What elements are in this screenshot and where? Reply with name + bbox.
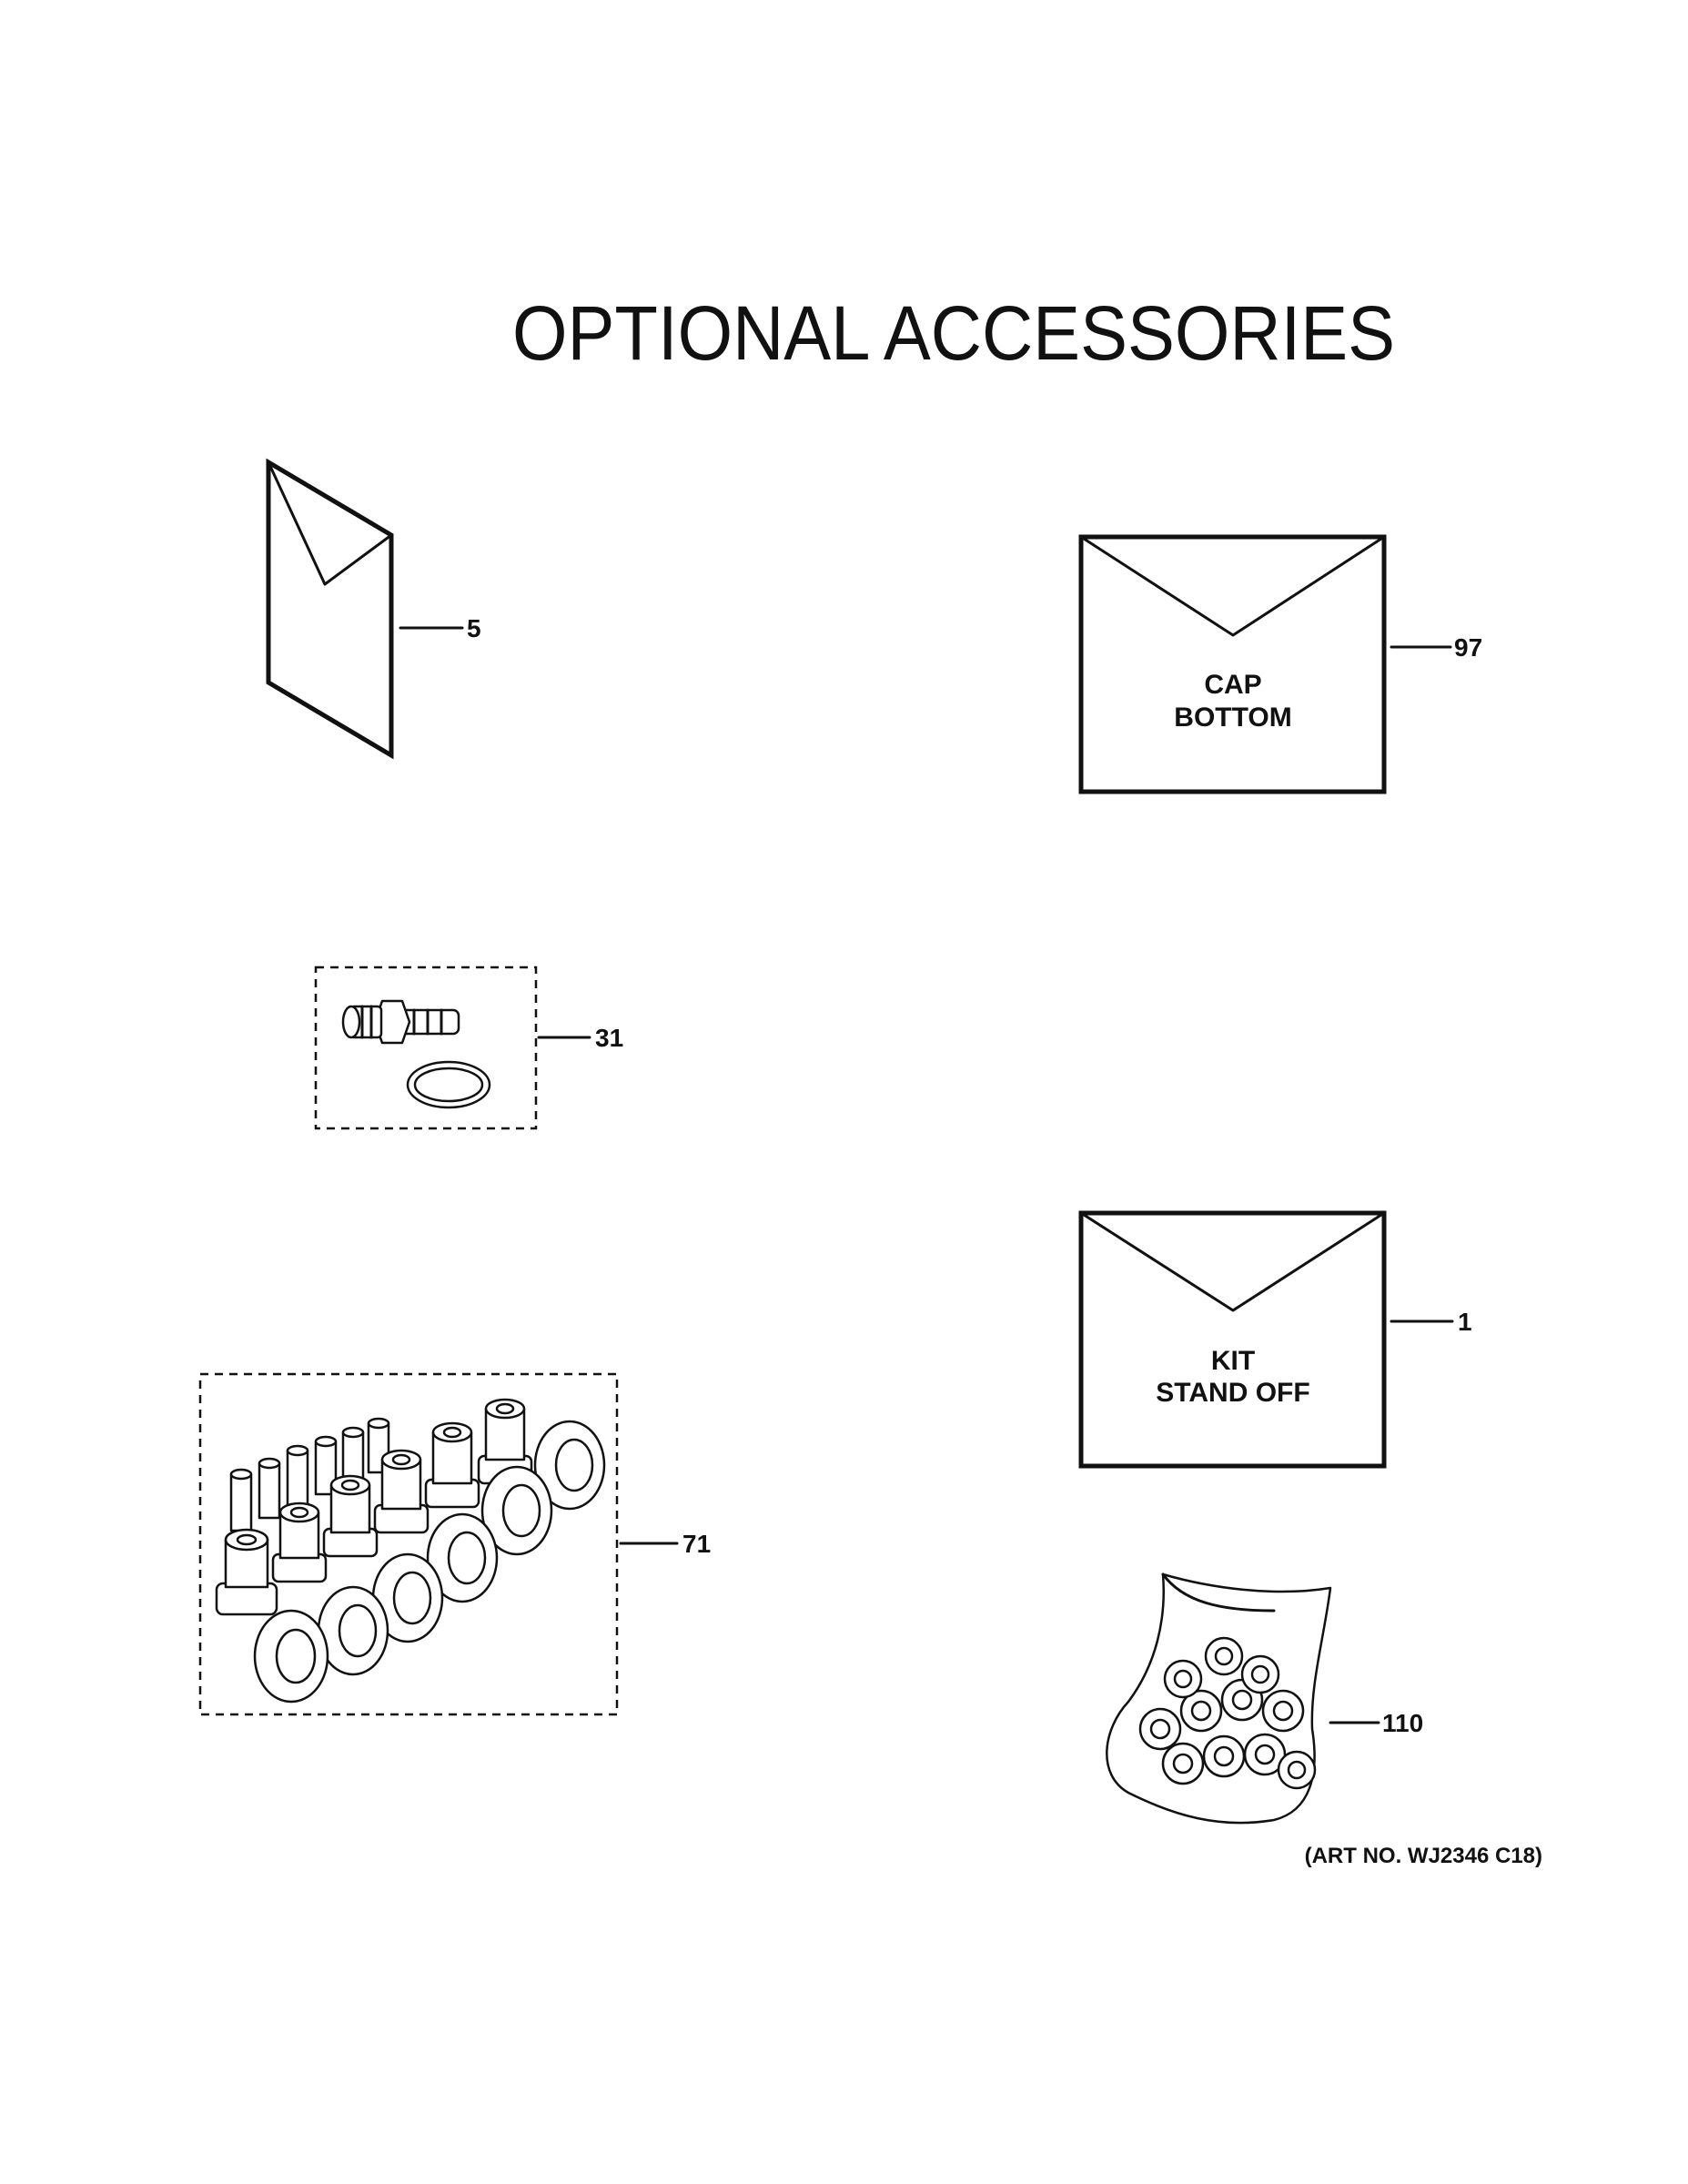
envelope-label-line2: STAND OFF <box>1156 1378 1309 1408</box>
envelope-cap-bottom: CAP BOTTOM <box>1078 534 1387 794</box>
art-number: (ART NO. WJ2346 C18) <box>1305 1844 1542 1868</box>
spacer-kit <box>198 1372 619 1716</box>
screw-bag <box>1106 1572 1332 1825</box>
callout-71: 71 <box>682 1530 711 1558</box>
callout-110: 110 <box>1382 1709 1423 1737</box>
envelope-label-line1: KIT <box>1211 1346 1255 1376</box>
callout-5: 5 <box>467 614 481 642</box>
manual-part <box>266 458 394 760</box>
envelope-kit-stand-off: KIT STAND OFF <box>1078 1210 1387 1469</box>
callout-97: 97 <box>1454 633 1482 662</box>
fitting-kit <box>314 966 538 1130</box>
page-title: OPTIONAL ACCESSORIES <box>512 290 1395 376</box>
callout-31: 31 <box>595 1024 623 1052</box>
envelope-label-line2: BOTTOM <box>1174 703 1291 733</box>
envelope-label-line1: CAP <box>1204 670 1261 700</box>
callout-1: 1 <box>1458 1308 1472 1336</box>
